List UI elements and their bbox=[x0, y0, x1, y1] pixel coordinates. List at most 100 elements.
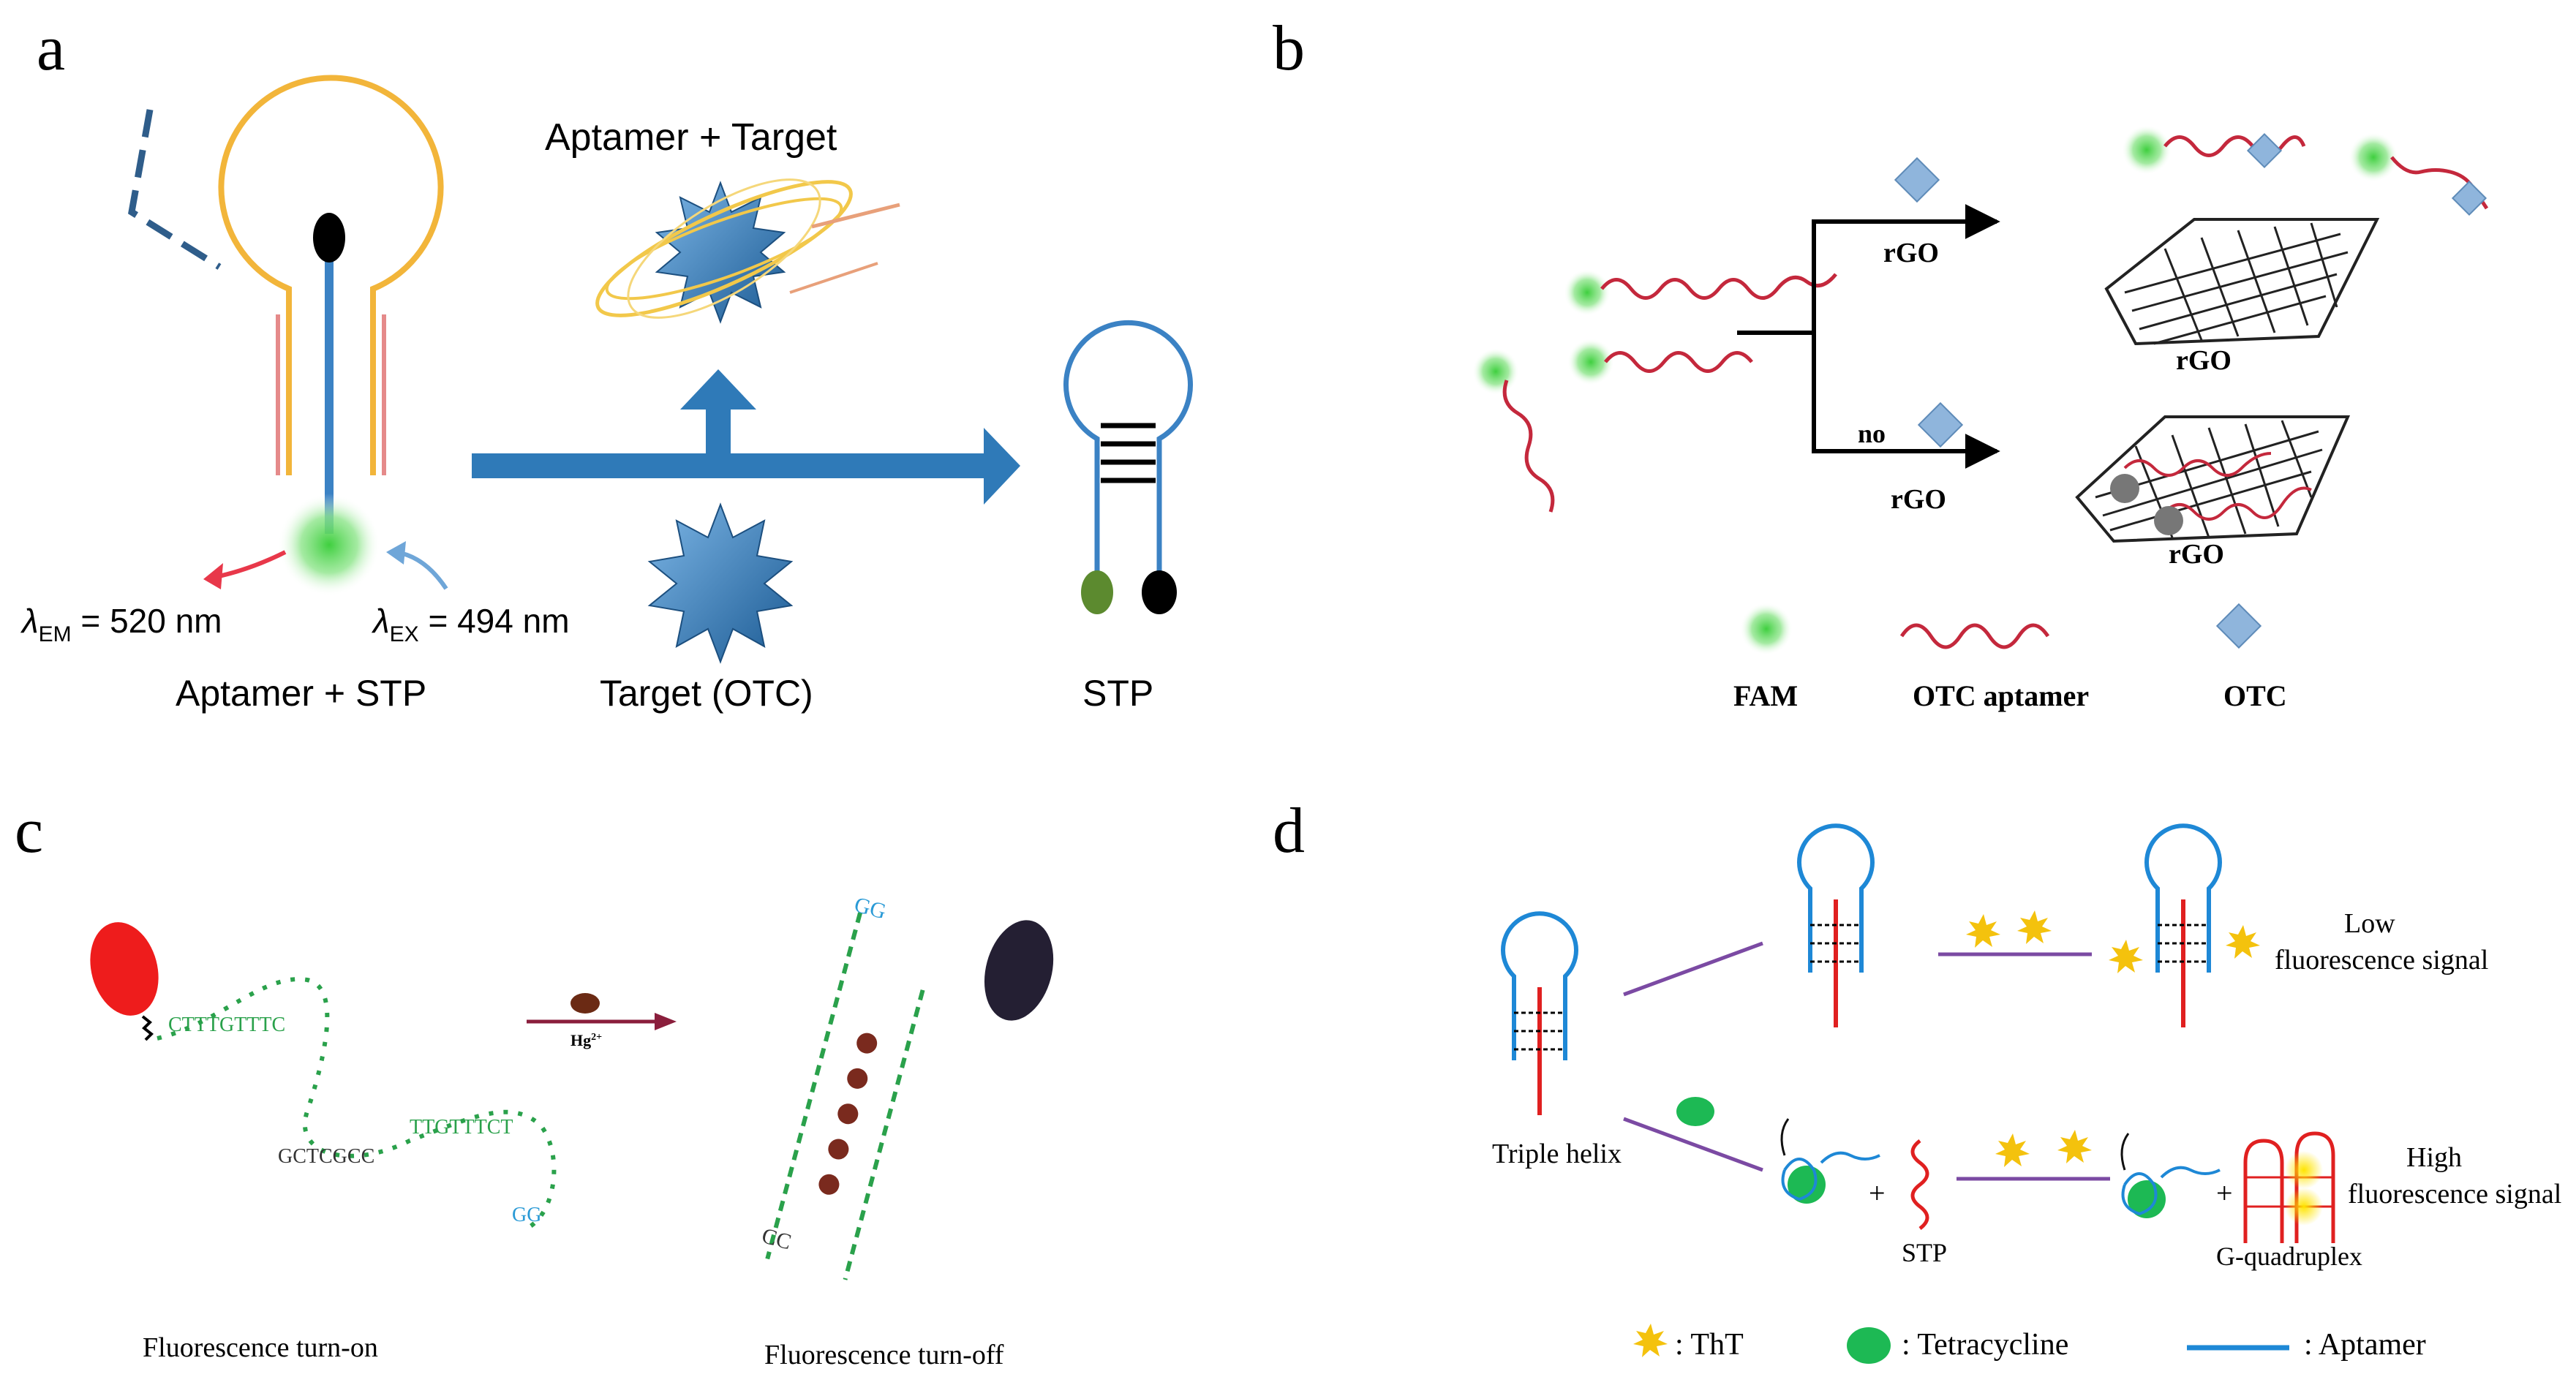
panel-letter-b: b bbox=[1273, 13, 1305, 84]
tht-icon bbox=[1995, 1133, 2030, 1167]
hg-ion bbox=[570, 993, 600, 1014]
tht-pair-lower bbox=[1995, 1130, 2092, 1167]
panel-c: c CTTTGTTTC GCTCGCC TTGTTTCT GG Hg2+ GG … bbox=[15, 796, 1054, 1370]
otc-aptamer-strand bbox=[1502, 380, 1555, 513]
legend-aptamer-label: : Aptamer bbox=[2304, 1328, 2426, 1362]
branch-arrow-shaft bbox=[706, 406, 731, 457]
legend-fam-label: FAM bbox=[1733, 679, 1798, 712]
tail-strand bbox=[811, 203, 900, 229]
lambda-em-label: λEM = 520 nm bbox=[20, 602, 222, 646]
hg-bridge bbox=[837, 1103, 859, 1125]
lambda-ex-label: λEX = 494 nm bbox=[371, 602, 570, 646]
quenched-fluorophore bbox=[1081, 570, 1113, 614]
legend-tetracycline-icon bbox=[1847, 1327, 1891, 1364]
panel-letter-c: c bbox=[15, 796, 43, 867]
bound-tht-glow bbox=[2285, 1188, 2323, 1226]
aptamer-wrap bbox=[2121, 1166, 2221, 1216]
aptamer-wrap bbox=[1781, 1151, 1880, 1201]
caption-stp: STP bbox=[1082, 673, 1153, 714]
legend-otc-label: OTC bbox=[2223, 679, 2287, 712]
aptamer-tail bbox=[2120, 1133, 2130, 1171]
otc-diamond bbox=[1894, 156, 1940, 203]
hg-duplex: GG CC bbox=[759, 892, 1054, 1280]
plus-sign: + bbox=[2216, 1177, 2233, 1209]
rgo-upper-label: rGO bbox=[1883, 238, 1939, 268]
fam-aptamer-otc-complex bbox=[2122, 125, 2489, 216]
wrap-loop-2 bbox=[605, 197, 843, 301]
aptamer-loop bbox=[218, 75, 444, 475]
hairpin-loop bbox=[1063, 320, 1193, 578]
upper-helix bbox=[1797, 823, 1875, 1027]
rgo-sheet-bottom-label: rGO bbox=[2169, 539, 2224, 570]
caption-turn-off: Fluorescence turn-off bbox=[764, 1340, 1004, 1370]
dna-letters: CTTTGTTTC bbox=[168, 1014, 285, 1036]
graphene-lattice bbox=[2124, 222, 2349, 345]
fam-dot bbox=[2349, 132, 2398, 182]
g-quadruplex bbox=[2243, 1131, 2335, 1243]
process-arrowhead bbox=[984, 428, 1020, 505]
legend-fam-icon bbox=[1740, 603, 1793, 655]
aptamer-target-complex bbox=[595, 178, 900, 324]
legend-aptamer-icon bbox=[1899, 623, 2050, 649]
dashed-tether bbox=[128, 109, 222, 270]
quencher-dot bbox=[1142, 570, 1177, 614]
high-signal-label-2: fluorescence signal bbox=[2348, 1179, 2561, 1209]
wrap-loop-1 bbox=[595, 180, 853, 317]
dna-letters: GG bbox=[512, 1204, 541, 1226]
target-otc-star bbox=[647, 502, 794, 664]
adsorbed-aptamer bbox=[2123, 452, 2272, 477]
aptamer-tetracycline-complex bbox=[1780, 1118, 1880, 1204]
fam-dot bbox=[2122, 125, 2172, 175]
duplex-backbone-left bbox=[765, 912, 862, 1260]
plus-sign: + bbox=[1869, 1177, 1886, 1209]
hg-bridge bbox=[847, 1068, 868, 1089]
helix-loop bbox=[1501, 911, 1578, 1060]
hg-arrowhead bbox=[655, 1013, 677, 1030]
panel-letter-a: a bbox=[37, 13, 65, 84]
wrap-loop-3 bbox=[627, 178, 821, 319]
caption-aptamer-stp: Aptamer + STP bbox=[176, 673, 426, 714]
otc-aptamer-strand bbox=[1600, 273, 1837, 300]
no-label: no bbox=[1858, 419, 1886, 448]
hg-bridge bbox=[828, 1139, 849, 1160]
excitation-arrowhead bbox=[386, 541, 406, 565]
quenched-fam bbox=[2154, 506, 2183, 535]
branch-arrowhead bbox=[680, 369, 756, 410]
red-fluorophore bbox=[90, 922, 159, 1016]
stp-strand bbox=[1910, 1139, 1929, 1230]
emission-arrowhead bbox=[203, 563, 223, 589]
panel-d: d Triple helix bbox=[1273, 796, 2561, 1364]
high-signal-label-1: High bbox=[2406, 1142, 2462, 1173]
adsorbed-aptamer bbox=[2163, 486, 2312, 521]
aptamer-target-label: Aptamer + Target bbox=[545, 116, 837, 159]
tht-icon bbox=[2057, 1130, 2092, 1163]
stp-hairpin bbox=[1063, 320, 1193, 614]
linker-coil bbox=[141, 1015, 154, 1041]
quadruplex-strand bbox=[2243, 1131, 2335, 1243]
stp-label: STP bbox=[1902, 1238, 1947, 1267]
tht-icon bbox=[1966, 914, 2000, 948]
legend-tht-label: : ThT bbox=[1675, 1328, 1744, 1362]
upper-result-helix bbox=[2109, 823, 2260, 1027]
single-strand-dna bbox=[157, 977, 557, 1231]
rgo-sheet-bottom bbox=[2075, 415, 2351, 543]
low-signal-label-1: Low bbox=[2344, 908, 2395, 939]
tht-icon bbox=[2017, 910, 2052, 944]
helix-loop bbox=[1797, 823, 1875, 973]
legend-aptamer-label: OTC aptamer bbox=[1913, 679, 2089, 712]
bound-tht-glow bbox=[2285, 1151, 2323, 1189]
caption-target-otc: Target (OTC) bbox=[600, 673, 813, 714]
otc-aptamer-strand bbox=[2163, 135, 2306, 157]
duplex-backbone-right bbox=[843, 989, 925, 1280]
legend-tetracycline-label: : Tetracycline bbox=[1902, 1328, 2068, 1362]
panel-b: b rGO no rGO bbox=[1273, 13, 2489, 712]
helix-loop bbox=[2144, 823, 2222, 973]
aptamer-tail bbox=[1780, 1118, 1790, 1156]
otc-aptamer-strand bbox=[1604, 351, 1753, 373]
fluorophore-glow bbox=[278, 494, 380, 596]
tht-icon bbox=[2226, 925, 2260, 959]
triple-helix bbox=[1501, 911, 1578, 1115]
panel-a: a λEM = 520 nm λEX = 494 nm bbox=[20, 13, 1193, 714]
fam-dot bbox=[1564, 269, 1611, 316]
